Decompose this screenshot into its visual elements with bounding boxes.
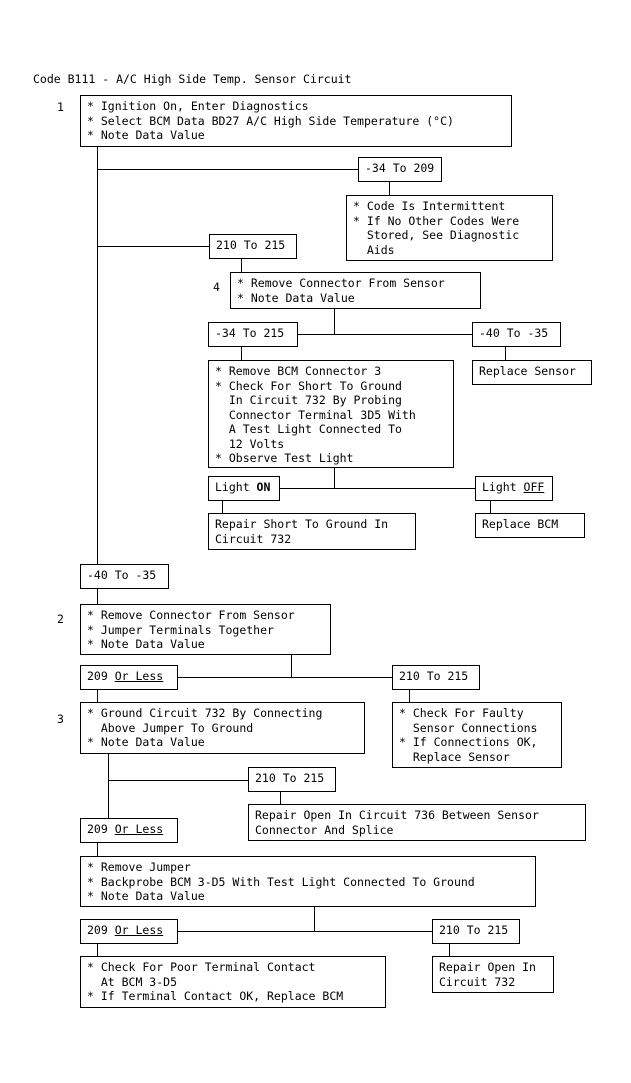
less-209-c-value: Or Less: [114, 923, 164, 937]
node-range-210-215-c: 210 To 215: [248, 767, 336, 792]
node-light-on: Light ON: [208, 476, 280, 501]
step-number-2: 2: [57, 612, 64, 626]
page-title: Code B111 - A/C High Side Temp. Sensor C…: [33, 72, 352, 86]
trunk-main: [97, 147, 98, 565]
step-number-3: 3: [57, 712, 64, 726]
light-on-prefix: Light: [215, 480, 257, 494]
node-range-m40-m35-b: -40 To -35: [80, 564, 169, 589]
node-range-m40-m35-a: -40 To -35: [472, 322, 561, 347]
light-off-prefix: Light: [482, 480, 524, 494]
node-repair-short: Repair Short To Ground In Circuit 732: [208, 513, 416, 550]
light-off-value: OFF: [523, 480, 545, 494]
connector-bcm-check-down: [334, 468, 335, 488]
connector-backprobe-split: [97, 931, 475, 932]
less-209-b-value: Or Less: [114, 822, 164, 836]
connector-step2-split: [97, 677, 433, 678]
connector-m34-215-down: [241, 347, 242, 361]
connector-light-on-down: [222, 501, 223, 514]
connector-210-215-a-down: [241, 259, 242, 273]
connector-step4-split: [241, 334, 534, 335]
node-poor-contact: * Check For Poor Terminal Contact At BCM…: [80, 956, 386, 1008]
connector-210-215-b-down: [409, 690, 410, 703]
node-range-210-215-b: 210 To 215: [392, 665, 480, 690]
node-step3: * Ground Circuit 732 By Connecting Above…: [80, 702, 365, 754]
node-step1: * Ignition On, Enter Diagnostics * Selec…: [80, 95, 512, 147]
node-bcm-check: * Remove BCM Connector 3 * Check For Sho…: [208, 360, 454, 468]
node-repair-open-736: Repair Open In Circuit 736 Between Senso…: [248, 804, 586, 841]
node-step4: * Remove Connector From Sensor * Note Da…: [230, 272, 481, 309]
connector-light-off-down: [490, 501, 491, 514]
node-range-210-215-a: 210 To 215: [209, 234, 297, 259]
node-209-or-less-a: 209 Or Less: [80, 665, 178, 690]
connector-210-215-d-down: [449, 944, 450, 957]
connector-to-210-215-a: [97, 246, 210, 247]
connector-step4-down: [334, 309, 335, 334]
connector-light-split: [241, 488, 508, 489]
connector-to-210-215-c: [108, 780, 249, 781]
connector-backprobe-down: [314, 907, 315, 931]
node-replace-bcm: Replace BCM: [475, 513, 585, 538]
node-range-m34-215: -34 To 215: [208, 322, 298, 347]
node-backprobe: * Remove Jumper * Backprobe BCM 3-D5 Wit…: [80, 856, 536, 907]
step-number-4: 4: [213, 280, 220, 294]
connector-209-less-b-down: [97, 843, 98, 857]
connector-step2-down: [291, 655, 292, 677]
less-209-a-prefix: 209: [87, 669, 115, 683]
node-repair-open-732: Repair Open In Circuit 732: [432, 956, 554, 993]
step-number-1: 1: [57, 100, 64, 114]
connector-m40-m35-b-down: [97, 589, 98, 604]
node-faulty-connections: * Check For Faulty Sensor Connections * …: [392, 702, 562, 768]
connector-209-less-a-down: [97, 690, 98, 703]
connector-m40-m35-a-down: [505, 347, 506, 361]
node-step2: * Remove Connector From Sensor * Jumper …: [80, 604, 331, 655]
less-209-c-prefix: 209: [87, 923, 115, 937]
connector-209-less-c-down: [97, 944, 98, 957]
connector-to-m34-209: [97, 169, 359, 170]
trunk-step3: [108, 754, 109, 839]
node-range-210-215-d: 210 To 215: [432, 919, 520, 944]
less-209-a-value: Or Less: [114, 669, 164, 683]
connector-m34-209-down: [389, 182, 390, 196]
node-replace-sensor: Replace Sensor: [472, 360, 592, 385]
connector-210-215-c-down: [280, 792, 281, 805]
node-209-or-less-c: 209 Or Less: [80, 919, 178, 944]
node-intermittent: * Code Is Intermittent * If No Other Cod…: [346, 195, 553, 261]
light-on-value: ON: [256, 480, 271, 494]
node-light-off: Light OFF: [475, 476, 553, 501]
node-range-m34-209: -34 To 209: [358, 157, 442, 182]
less-209-b-prefix: 209: [87, 822, 115, 836]
node-209-or-less-b: 209 Or Less: [80, 818, 178, 843]
